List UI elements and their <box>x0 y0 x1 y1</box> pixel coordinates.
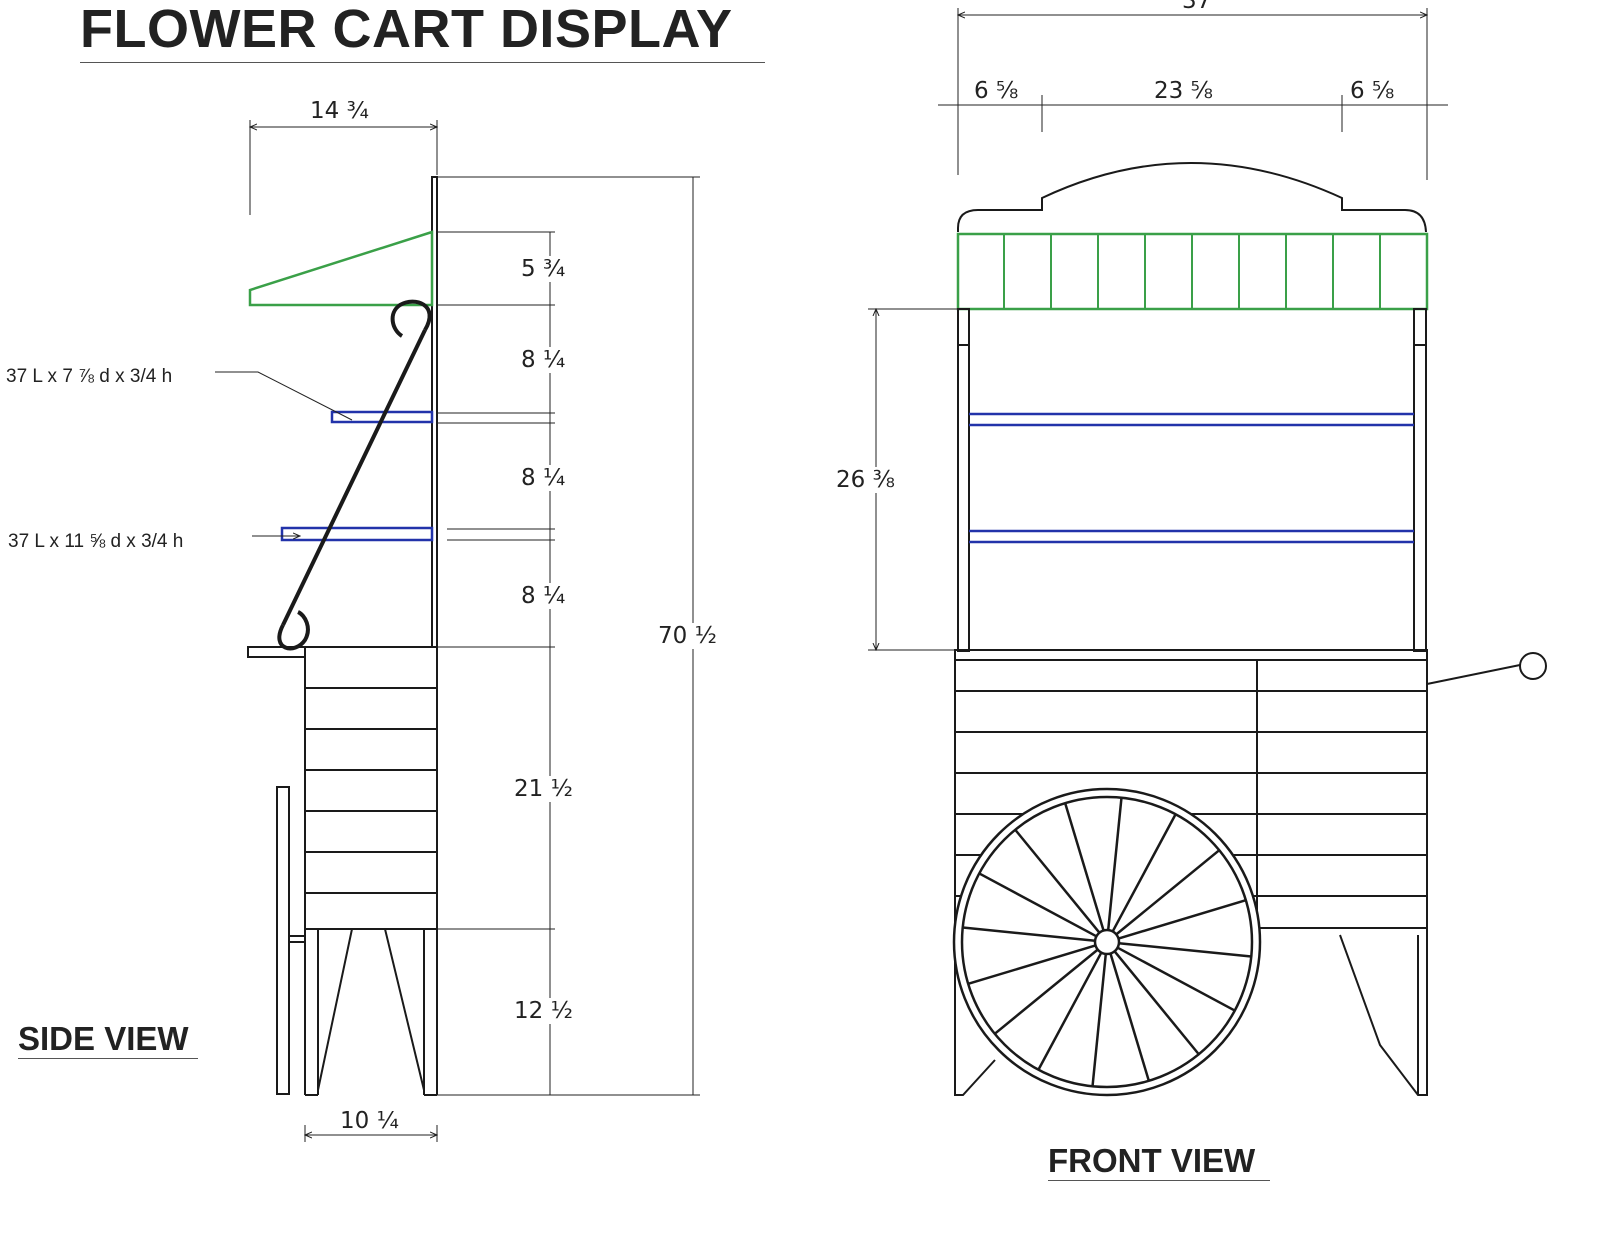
side-awning <box>248 230 434 307</box>
drawing-title: FLOWER CART DISPLAY <box>80 0 733 59</box>
wheel-spoke <box>1118 941 1252 958</box>
dim-cabinet-height: 21 ½ <box>512 776 575 802</box>
dim-overall-height: 70 ½ <box>656 623 719 649</box>
side-view <box>247 176 438 1096</box>
front-handle <box>1426 664 1521 685</box>
dim-left-post-width: 6 ⅝ <box>972 78 1021 104</box>
front-right-post <box>1413 308 1427 652</box>
dim-base-depth: 10 ¼ <box>338 1108 401 1134</box>
dim-awning-height: 5 ¾ <box>519 256 568 282</box>
front-view-label: FRONT VIEW <box>1048 1142 1256 1179</box>
wheel-spoke <box>978 872 1098 938</box>
front-counter <box>954 649 1428 661</box>
side-dimensions <box>215 120 700 1142</box>
front-top-arch <box>957 162 1427 233</box>
front-left-leg <box>954 928 996 1096</box>
title-underline <box>80 62 765 63</box>
side-cabinet <box>304 646 438 930</box>
wheel-spoke <box>1115 849 1221 936</box>
front-left-post <box>957 308 970 652</box>
wheel-spoke <box>962 926 1096 943</box>
front-dimensions <box>868 8 1448 650</box>
dim-leg-height: 12 ½ <box>512 998 575 1024</box>
wheel-spoke <box>1091 953 1108 1087</box>
wheel-spoke <box>967 944 1096 986</box>
wheel-spoke <box>1037 951 1103 1071</box>
wheel-spoke <box>1116 946 1236 1012</box>
dim-display-height: 26 ⅜ <box>834 467 897 493</box>
wheel-spoke <box>1111 813 1177 933</box>
dim-center-width: 23 ⅝ <box>1152 78 1215 104</box>
front-wheel <box>952 787 1262 1097</box>
side-leg-brace <box>317 928 425 1091</box>
shelf-label-upper: 37 L x 7 ⅞ d x 3/4 h <box>6 366 173 387</box>
side-view-underline <box>18 1058 198 1059</box>
wheel-spoke <box>993 948 1099 1035</box>
dim-shelf-gap-3: 8 ¼ <box>519 583 568 609</box>
wheel-spoke <box>1014 828 1101 934</box>
front-view-underline <box>1048 1180 1270 1181</box>
wheel-spoke <box>1063 802 1105 931</box>
dim-overall-width: 37 <box>1180 0 1214 14</box>
dim-shelf-gap-2: 8 ¼ <box>519 465 568 491</box>
side-wheel <box>276 786 290 1095</box>
wheel-spoke <box>1109 953 1151 1082</box>
side-scroll-bracket <box>281 329 427 626</box>
wheel-spoke <box>1106 797 1123 931</box>
side-view-label: SIDE VIEW <box>18 1020 189 1057</box>
dim-shelf-gap-1: 8 ¼ <box>519 347 568 373</box>
wheel-spoke <box>1118 898 1247 940</box>
shelf-label-lower: 37 L x 11 ⅝ d x 3/4 h <box>8 531 184 552</box>
dim-top-depth: 14 ¾ <box>308 98 371 124</box>
wheel-spoke <box>1113 950 1200 1056</box>
side-shelf-lower <box>280 526 434 542</box>
front-right-leg <box>1339 928 1428 1096</box>
dim-right-post-width: 6 ⅝ <box>1348 78 1397 104</box>
